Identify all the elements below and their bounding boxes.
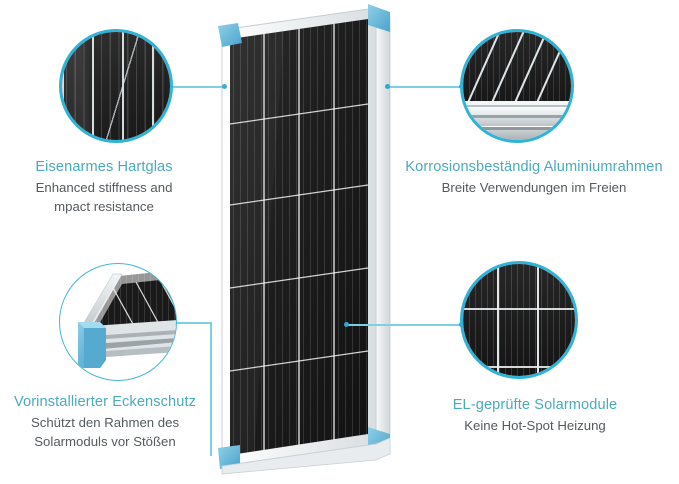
feature-subtitle-el-test: Keine Hot-Spot Heizung (399, 417, 671, 436)
el-test-cell-grid-closeup (463, 264, 575, 376)
connector-line-frame (388, 86, 463, 88)
connector-dot-glass-panel (222, 84, 227, 89)
corner-protector-bottom-left (218, 445, 240, 469)
connector-dot-frame-panel (385, 84, 390, 89)
feature-subtitle-glass: Enhanced stiffness and mpact resistance (6, 179, 202, 216)
feature-title-frame: Korrosionsbeständig Aluminiumrahmen (405, 159, 663, 175)
feature-title-el-test: EL-geprüfte Solarmodule (452, 397, 618, 413)
panel-frame-right-edge (375, 7, 391, 445)
low-iron-tempered-glass-closeup (62, 32, 170, 140)
connector-line-corner-v (210, 322, 212, 456)
feature-subtitle-corner-line2: Solarmoduls vor Stößen (34, 433, 176, 449)
feature-text-corner: Vorinstallierter Eckenschutz Schützt den… (4, 393, 206, 452)
connector-line-glass (171, 86, 226, 88)
feature-subtitle-frame: Breite Verwendungen im Freien (389, 179, 679, 198)
solar-panel-illustration (198, 0, 433, 484)
corner-protector-top-right (368, 4, 390, 32)
feature-title-glass: Eisenarmes Hartglas (35, 159, 173, 175)
aluminium-frame-edge-closeup (463, 32, 571, 140)
feature-detail-el-test (460, 261, 578, 379)
feature-subtitle-el-test-line1: Keine Hot-Spot Heizung (464, 418, 606, 434)
feature-text-frame: Korrosionsbeständig Aluminiumrahmen Brei… (389, 158, 679, 198)
feature-text-el-test: EL-geprüfte Solarmodule Keine Hot-Spot H… (399, 396, 671, 436)
connector-dot-el-panel (344, 322, 349, 327)
feature-subtitle-glass-line2: mpact resistance (54, 198, 154, 214)
feature-text-glass: Eisenarmes Hartglas Enhanced stiffness a… (6, 158, 202, 217)
feature-subtitle-corner: Schützt den Rahmen des Solarmoduls vor S… (4, 414, 206, 451)
feature-subtitle-corner-line1: Schützt den Rahmen des (30, 415, 180, 431)
feature-subtitle-frame-line1: Breite Verwendungen im Freien (441, 180, 627, 196)
panel-cell-grid (229, 19, 369, 455)
feature-subtitle-glass-line1: Enhanced stiffness and (35, 180, 173, 196)
solar-panel-svg (218, 4, 392, 475)
corner-protector-closeup (60, 264, 176, 380)
corner-protector-top-left (218, 23, 242, 47)
feature-title-corner: Vorinstallierter Eckenschutz (13, 394, 197, 410)
feature-detail-glass (59, 29, 173, 143)
connector-line-el-test (347, 324, 463, 326)
feature-detail-frame (460, 29, 574, 143)
connector-line-corner-h (173, 322, 211, 324)
feature-detail-corner (59, 263, 177, 381)
panel-frame-bottom-edge (221, 437, 391, 475)
